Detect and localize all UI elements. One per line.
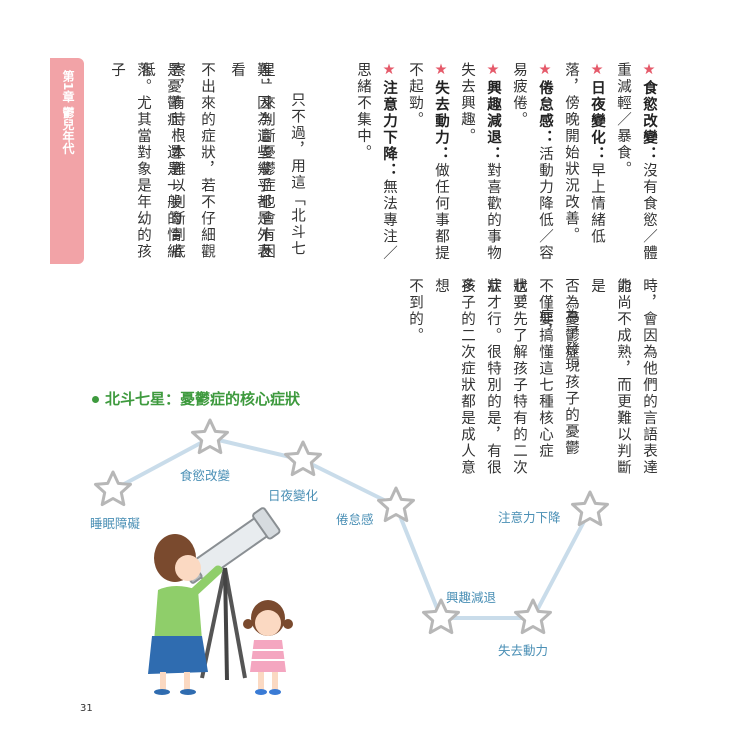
paragraph-line: 否為憂鬱症。 [563, 278, 579, 377]
symptom-appetite: ★食慾改變：沒有食慾／體重減輕／暴食。 [610, 62, 662, 262]
symptom-desc: 無法專注／思緒不集中。 [355, 62, 397, 262]
symptom-motivation: ★失去動力：做任何事都提不起勁。 [402, 62, 454, 262]
star-bullet-icon: ★ [381, 62, 397, 80]
paragraph-line: 狀才行。很特別的是，有很多 [459, 278, 501, 476]
symptom-desc: 沒有食慾／體重減輕／暴食。 [615, 62, 657, 262]
paragraph-line: 力尚不成熟，而更難以判斷是 [589, 278, 631, 476]
paragraph-line: 只不過，用這「北斗七 [289, 92, 305, 257]
label-appetite: 食慾改變 [180, 468, 231, 483]
star-bullet-icon: ★ [589, 62, 605, 80]
symptom-attention: ★注意力下降：無法專注／思緒不集中。 [350, 62, 402, 262]
paragraph-line: 不到的。 [407, 278, 423, 344]
label-interest: 興趣減退 [446, 590, 497, 605]
bullet-dot-icon [92, 396, 99, 403]
star-bullet-icon: ★ [485, 62, 501, 80]
symptom-term: 失去動力： [433, 80, 449, 163]
symptom-interest: ★興趣減退：對喜歡的事物失去興趣。 [454, 62, 506, 262]
paragraph-line: 星」來判斷憂鬱症也會有困 [259, 62, 275, 260]
paragraph-line: 難，因為這些幾乎都是外表看 [229, 62, 271, 260]
symptom-term: 倦怠感： [537, 80, 553, 146]
star-bullet-icon: ★ [433, 62, 449, 80]
symptom-term: 注意力下降： [381, 80, 397, 179]
chapter-tab-label: 第1章 鬱兒年代 [61, 70, 75, 155]
diagram-title: 北斗七星：憂鬱症的核心症狀 [92, 388, 300, 409]
label-attention: 注意力下降 [498, 510, 561, 525]
symptom-term: 食慾改變： [641, 80, 657, 163]
paragraph-line: 落。尤其當對象是年幼的孩子 [109, 62, 151, 260]
star-fatigue-icon [377, 486, 415, 523]
symptom-daynight: ★日夜變化：早上情緒低落，傍晚開始狀況改善。 [558, 62, 610, 262]
chapter-tab: 第1章 鬱兒年代 [50, 58, 84, 264]
symptom-fatigue: ★倦怠感：活動力降低／容易疲倦。 [506, 62, 558, 262]
paragraph-line: 是憂鬱症，還是一般的情緒低 [139, 62, 181, 260]
paragraph-line: 時，會因為他們的言語表達能 [615, 278, 657, 476]
label-fatigue: 倦怠感 [336, 512, 374, 527]
symptom-desc: 對喜歡的事物失去興趣。 [459, 62, 501, 262]
symptom-desc: 做任何事都提不起勁。 [407, 62, 449, 262]
symptom-desc: 活動力降低／容易疲倦。 [511, 62, 553, 262]
page-number: 31 [80, 703, 93, 714]
paragraph-line: 不出來的症狀，若不仔細觀 [199, 62, 215, 260]
big-dipper-diagram: 睡眠障礙 食慾改變 日夜變化 倦怠感 興趣減退 失去動力 注意力下降 [90, 418, 609, 695]
star-attention-icon [571, 490, 609, 527]
symptom-term: 興趣減退： [485, 80, 501, 163]
paragraph-line: 不僅要搞懂這七種核心症狀， [511, 278, 553, 460]
paragraph-line: 也要先了解孩子特有的二次症 [485, 278, 527, 476]
star-daynight-icon [284, 440, 322, 477]
diagram-title-text: 北斗七星：憂鬱症的核心症狀 [105, 390, 301, 408]
star-bullet-icon: ★ [537, 62, 553, 80]
star-sleep-icon [94, 470, 132, 507]
star-bullet-icon: ★ [641, 62, 657, 80]
paragraph-line: 為了發現孩子的憂鬱症， [537, 308, 579, 457]
symptom-term: 日夜變化： [589, 80, 605, 163]
paragraph-line: 察，有時根本難以判斷到底 [169, 62, 185, 260]
label-daynight: 日夜變化 [268, 488, 319, 503]
star-appetite-icon [191, 418, 229, 455]
mother-telescope-illustration [148, 507, 293, 695]
label-motivation: 失去動力 [498, 643, 548, 658]
paragraph-line: 孩子的二次症狀都是成人意想 [433, 278, 475, 476]
label-sleep: 睡眠障礙 [90, 516, 141, 531]
star-motivation-icon [514, 598, 552, 635]
symptom-desc: 早上情緒低落，傍晚開始狀況改善。 [563, 62, 605, 245]
